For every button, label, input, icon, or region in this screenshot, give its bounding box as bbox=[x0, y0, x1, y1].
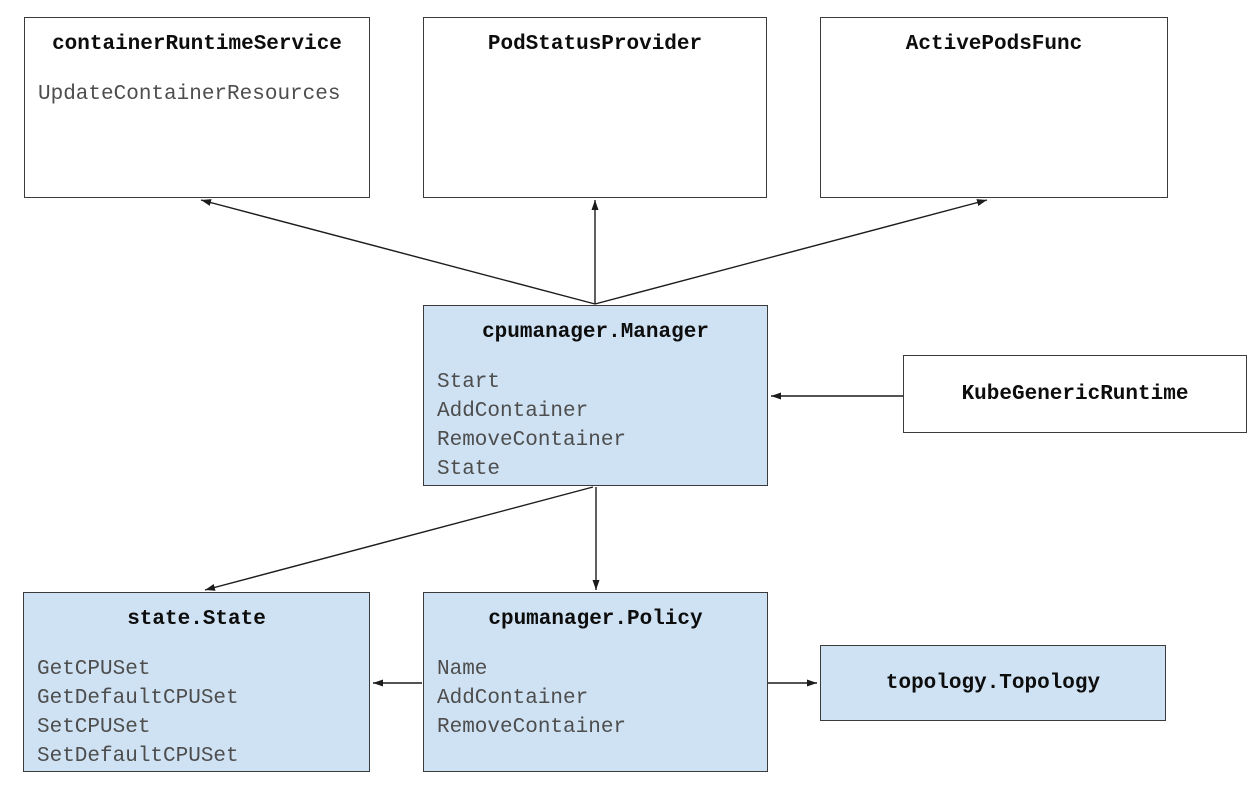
box-cpumanager-manager: cpumanager.Manager Start AddContainer Re… bbox=[423, 305, 768, 486]
box-methods-state-state: GetCPUSet GetDefaultCPUSet SetCPUSet Set… bbox=[37, 658, 239, 768]
box-kube-generic-runtime: KubeGenericRuntime bbox=[903, 355, 1247, 433]
box-title-topology-topology: topology.Topology bbox=[885, 671, 1101, 695]
box-title-state-state: state.State bbox=[127, 608, 266, 631]
box-title-cpumanager-policy: cpumanager.Policy bbox=[488, 608, 703, 631]
box-methods-cpumanager-policy: Name AddContainer RemoveContainer bbox=[437, 658, 627, 739]
box-active-pods-func: ActivePodsFunc bbox=[820, 17, 1168, 198]
box-title-cpumanager-manager: cpumanager.Manager bbox=[482, 321, 709, 344]
box-title-kube-generic-runtime: KubeGenericRuntime bbox=[961, 382, 1189, 406]
box-title-pod-status-provider: PodStatusProvider bbox=[487, 33, 703, 56]
box-pod-status-provider: PodStatusProvider bbox=[423, 17, 767, 198]
box-methods-cpumanager-manager: Start AddContainer RemoveContainer State bbox=[437, 371, 627, 481]
box-cpumanager-policy: cpumanager.Policy Name AddContainer Remo… bbox=[423, 592, 768, 772]
box-state-state: state.State GetCPUSet GetDefaultCPUSet S… bbox=[23, 592, 370, 772]
arrow-manager-to-active-pods-func bbox=[594, 199, 988, 305]
arrow-manager-to-container-runtime-service bbox=[200, 199, 596, 305]
box-topology-topology: topology.Topology bbox=[820, 645, 1166, 721]
box-title-container-runtime-service: containerRuntimeService bbox=[52, 33, 342, 56]
box-title-active-pods-func: ActivePodsFunc bbox=[905, 33, 1083, 56]
arrow-manager-to-state-state bbox=[204, 486, 594, 591]
box-methods-container-runtime-service: UpdateContainerResources bbox=[38, 83, 341, 106]
box-container-runtime-service: containerRuntimeService UpdateContainerR… bbox=[24, 17, 370, 198]
